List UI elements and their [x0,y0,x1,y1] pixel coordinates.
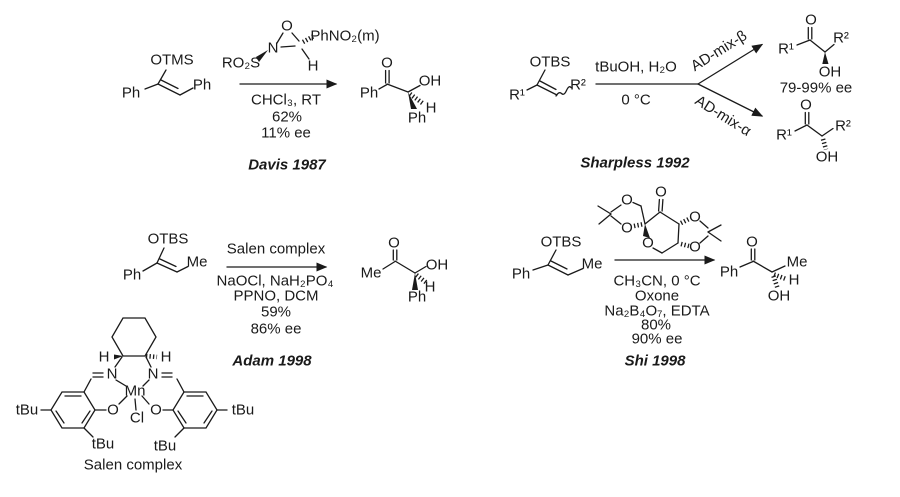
davis-substrate-bonds [144,69,194,96]
davis-product-bonds [378,69,425,109]
sharpless-substrate-bonds [526,69,572,97]
davis-condition-yield: 62% [271,108,303,126]
shi-catalyst-bonds [597,198,722,254]
shi-me-label: Me [581,255,603,273]
davis-product-o-label: O [381,54,393,72]
shi-condition-yield: 80% [640,316,672,334]
sharpless-product-top-bonds [796,26,835,64]
sharpless-product-bottom-bonds [794,111,834,151]
sharpless-ee-range-label: 79-99% ee [779,79,853,97]
shi-product-bonds [739,248,787,289]
adam-product-me-label: Me [360,264,382,282]
salen-mn-label: Mn [124,382,146,400]
adam-condition-catalyst: Salen complex [226,240,326,258]
adam-condition-oxidant: NaOCl, NaH₂PO₄ [216,272,334,290]
davis-oxaziridine-h-label: H [307,57,319,75]
sharpless-otbs-label: OTBS [529,53,571,71]
adam-otbs-label: OTBS [147,230,189,248]
shi-ph-label: Ph [511,265,531,283]
adam-product-oh-label: OH [425,256,449,274]
adam-product-h-label: H [424,278,436,296]
salen-o-left-label: O [107,401,119,419]
shi-condition-ee: 90% ee [631,330,683,348]
adam-condition-yield: 59% [260,303,292,321]
sharpless-bottom-o-label: O [800,96,812,114]
davis-oxaziridine-n-label: N [267,39,279,57]
shi-catalyst-dioxolane-tl-o-label: O [621,191,633,209]
salen-n-left-label: N [106,365,118,383]
adam-ph-label: Ph [122,266,142,284]
davis-oxaziridine-o-label: O [281,17,293,35]
shi-product-ph-label: Ph [719,263,739,281]
shi-product-h-label: H [788,271,800,289]
sharpless-r1-label: R¹ [509,86,525,104]
shi-otbs-label: OTBS [540,233,582,251]
shi-product-oh-label: OH [767,287,791,305]
davis-product-h-label: H [425,99,437,117]
salen-tbu-right-label: tBu [231,401,255,419]
sharpless-top-r1-label: R¹ [778,40,794,58]
shi-product-me-label: Me [786,253,808,271]
shi-condition-oxidant: Oxone [634,287,680,305]
adam-me-label: Me [186,253,208,271]
salen-tbu-bottom-left-label: tBu [91,435,115,453]
salen-h-left-label: H [98,348,110,366]
sharpless-top-r2-label: R² [833,29,849,47]
salen-cl-label: Cl [129,409,145,427]
adam-product-ph-label: Ph [407,288,427,306]
salen-n-right-label: N [147,365,159,383]
davis-reaction-name: Davis 1987 [248,156,326,174]
shi-catalyst-carbonyl-o-label: O [655,183,667,201]
davis-ph-right-label: Ph [192,76,212,94]
adam-product-o-label: O [388,234,400,252]
shi-catalyst-dioxolane-br-o-label: O [689,238,701,256]
davis-product-oh-label: OH [418,72,442,90]
salen-o-right-label: O [150,401,162,419]
sharpless-condition-below: 0 °C [621,91,651,109]
shi-product-o-label: O [746,233,758,251]
davis-condition-solvent: CHCl₃, RT [251,91,321,109]
sharpless-top-o-label: O [805,11,817,29]
adam-condition-ee: 86% ee [250,320,302,338]
sharpless-bottom-r1-label: R¹ [776,126,792,144]
salen-caption: Salen complex [83,456,183,474]
shi-catalyst-ring-o-label: O [642,234,654,252]
sharpless-condition-above: tBuOH, H₂O [595,58,677,76]
shi-condition-solvent: CH₃CN, 0 °C [613,272,701,290]
shi-reaction-name: Shi 1998 [624,352,686,370]
davis-product-ph2-label: Ph [407,109,427,127]
davis-oxaziridine-bonds [256,32,315,62]
shi-condition-additives: Na₂B₄O₇, EDTA [604,302,710,320]
salen-complex-bonds [40,317,228,438]
shi-catalyst-dioxolane-tr-o-label: O [689,208,701,226]
salen-h-right-label: H [160,348,172,366]
davis-ro2s-label: RO₂S [221,54,261,72]
davis-product-ph-label: Ph [359,84,379,102]
sharpless-branching-arrows [595,43,764,117]
adam-substrate-bonds [142,247,189,273]
sharpless-top-oh-label: OH [818,63,842,81]
sharpless-reaction-name: Sharpless 1992 [580,154,690,172]
shi-substrate-bonds [532,249,584,276]
shi-catalyst-dioxolane-bl-o-label: O [621,219,633,237]
sharpless-r2-label: R² [570,76,586,94]
davis-ph-left-label: Ph [121,84,141,102]
davis-condition-ee: 11% ee [261,124,311,142]
adam-condition-additives: PPNO, DCM [233,287,319,305]
sharpless-bottom-oh-label: OH [815,148,839,166]
davis-aryl-label: PhNO₂(m) [310,27,380,45]
adam-reaction-name: Adam 1998 [232,352,312,370]
salen-tbu-bottom-right-label: tBu [153,437,177,455]
davis-otms-label: OTMS [150,51,194,69]
salen-tbu-left-label: tBu [15,401,39,419]
adam-product-bonds [382,249,429,290]
sharpless-bottom-r2-label: R² [835,117,851,135]
